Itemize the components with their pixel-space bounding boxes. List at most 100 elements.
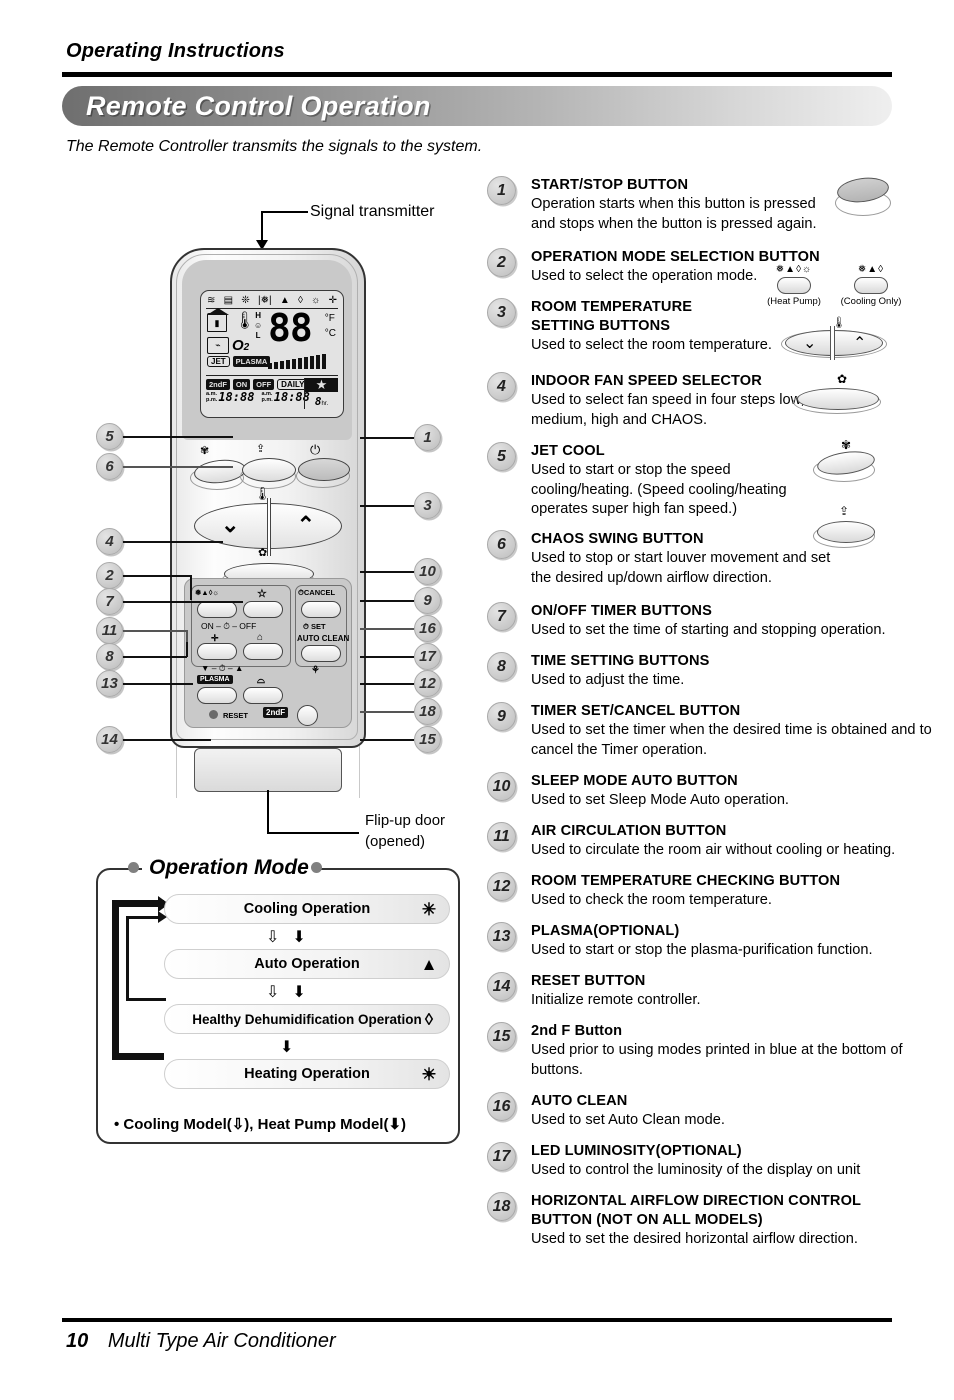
snowflake-boxed-icon: |❅| — [257, 295, 272, 306]
pm-label-on: p.m. — [206, 396, 218, 403]
callout-4-leader — [123, 541, 223, 543]
item-title-18-line1: HORIZONTAL AIRFLOW DIRECTION CONTROL — [531, 1193, 862, 1209]
fan-icon: ✿ — [837, 372, 848, 386]
item-title-18-line2: BUTTON (NOT ON ALL MODELS) — [531, 1212, 763, 1228]
timer-on-tag: ON — [232, 379, 251, 390]
snowflake-icon: ✳ — [421, 900, 437, 919]
reset-dot-icon[interactable] — [209, 710, 218, 719]
mode-label-auto: Auto Operation — [254, 956, 360, 972]
item-number-10: 10 — [487, 772, 516, 801]
item-desc-1: Operation starts when this button is pre… — [531, 196, 817, 232]
timer-cancel-button[interactable] — [301, 601, 341, 618]
item-number-13: 13 — [487, 922, 516, 951]
item-title-4: INDOOR FAN SPEED SELECTOR — [531, 373, 762, 389]
chaos-swing-button[interactable] — [242, 458, 296, 482]
off-timer-button[interactable] — [243, 643, 283, 660]
temp-up-button[interactable]: ⌃ — [296, 512, 315, 537]
chaos-swing-icon: ⇪ — [839, 504, 850, 518]
jet-tag: JET — [207, 356, 230, 367]
callout-5: 5 — [96, 423, 123, 450]
heating-feedback-line-v — [112, 900, 119, 1060]
am-label-off: a.m. — [261, 391, 273, 397]
signal-leader-line — [262, 211, 308, 213]
sleep-mode-button[interactable] — [243, 601, 283, 618]
item-desc-11: Used to circulate the room air without c… — [531, 842, 896, 858]
item-title-15: 2nd F Button — [531, 1023, 623, 1039]
list-item-5: 5 JET COOL Used to start or stop the spe… — [487, 438, 907, 530]
fan-speed-icon: ✿ — [258, 547, 268, 559]
item-number-5: 5 — [487, 442, 516, 471]
item-title-6: CHAOS SWING BUTTON — [531, 531, 704, 547]
callout-7-leader — [123, 601, 243, 603]
remote-illustration: Signal transmitter ≋ ▤ ❊ |❅| ▲ ◊ ☼ — [0, 170, 470, 870]
page-title-bar: Remote Control Operation — [62, 86, 892, 126]
on-timer-button[interactable] — [197, 643, 237, 660]
mode-row-cooling: Cooling Operation ✳ — [164, 894, 450, 924]
operation-mode-button[interactable] — [197, 601, 237, 618]
auto-mode-icon: ▲ — [279, 295, 290, 306]
auto-clean-button[interactable] — [301, 645, 341, 662]
item-desc-5: Used to start or stop the speed cooling/… — [531, 462, 787, 518]
sleep-mode-indicator: ★ 8hr. — [304, 378, 338, 409]
item-desc-14: Initialize remote controller. — [531, 992, 701, 1008]
callout-11-leader-v — [186, 630, 188, 642]
droplet-icon: ◊ — [424, 1010, 434, 1029]
callout-11-leader — [123, 630, 187, 632]
list-item-8: 8 TIME SETTING BUTTONS Used to adjust th… — [487, 652, 907, 702]
list-item-15: 15 2nd F Button Used prior to using mode… — [487, 1022, 907, 1092]
lcd-units: °F °C — [325, 311, 336, 341]
callout-18-leader — [360, 711, 414, 713]
item-desc-15: Used prior to using modes printed in blu… — [531, 1042, 903, 1078]
mode-row-heating: Heating Operation ☀ — [164, 1059, 450, 1089]
list-item-4: 4 INDOOR FAN SPEED SELECTOR Used to sele… — [487, 372, 907, 442]
power-button[interactable] — [298, 458, 350, 481]
callout-17-leader — [360, 656, 414, 658]
item-desc-10: Used to set Sleep Mode Auto operation. — [531, 792, 789, 808]
list-item-18: 18 HORIZONTAL AIRFLOW DIRECTION CONTROL … — [487, 1192, 907, 1262]
o2-indicator: O2 — [232, 337, 250, 354]
mode-icons-label: ❅▲◊☼ — [195, 588, 220, 597]
callout-7: 7 — [96, 588, 123, 615]
air-clean-icon: ✛ — [328, 295, 337, 306]
horizontal-airflow-button[interactable] — [243, 687, 283, 704]
dehumid-feedback-arrow-icon — [158, 911, 167, 923]
temp-updown-buttons[interactable]: ⌄ ⌃ — [194, 498, 342, 556]
sleep-star-icon: ★ — [305, 378, 338, 392]
callout-2-leader-v — [190, 575, 192, 600]
power-icon: ⏻ — [310, 442, 321, 457]
temp-down-button[interactable]: ⌄ — [221, 512, 240, 537]
sleep-hours: 8 — [314, 395, 322, 408]
dehumid-feedback-line-h-top — [126, 916, 162, 919]
remote-control-body: ≋ ▤ ❊ |❅| ▲ ◊ ☼ ✛ ▮ ⌁ 🌡 O2 — [170, 248, 366, 818]
flip-up-door[interactable] — [194, 748, 342, 792]
list-item-7: 7 ON/OFF TIMER BUTTONS Used to set the t… — [487, 602, 907, 652]
item-number-7: 7 — [487, 602, 516, 631]
pm-label-off: p.m. — [261, 396, 273, 403]
heatpump-model-arrow-icon: ⬇ — [292, 929, 306, 946]
callout-3-leader — [360, 505, 414, 507]
temp-up-icon: ⌃ — [853, 335, 867, 352]
updown-divider — [267, 498, 271, 556]
callout-14: 14 — [96, 726, 123, 753]
second-f-tag: 2ndF — [206, 379, 230, 390]
sleep-star-label: ☆ — [257, 588, 267, 600]
item-title-11: AIR CIRCULATION BUTTON — [531, 823, 727, 839]
callout-2-leader — [123, 575, 191, 577]
callout-8: 8 — [96, 643, 123, 670]
dehumid-feedback-line-h-bottom — [126, 998, 166, 1001]
second-f-button[interactable] — [297, 705, 318, 726]
item-number-3: 3 — [487, 298, 516, 327]
sun-icon: ☼ — [311, 295, 321, 306]
flip-door-leader-v — [267, 790, 269, 833]
opmode-dot-right-icon — [311, 862, 322, 873]
list-item-16: 16 AUTO CLEAN Used to set Auto Clean mod… — [487, 1092, 907, 1142]
fan-icon: ❊ — [241, 295, 250, 306]
callout-1: 1 — [414, 424, 441, 451]
item-desc-12: Used to check the room temperature. — [531, 892, 772, 908]
item-title-8: TIME SETTING BUTTONS — [531, 653, 710, 669]
item-desc-13: Used to start or stop the plasma-purific… — [531, 942, 873, 958]
plasma-button[interactable] — [197, 687, 237, 704]
lcd-timer-tags: 2ndF ON OFF DAILY — [206, 379, 338, 390]
book-title: Multi Type Air Conditioner — [107, 1330, 336, 1352]
